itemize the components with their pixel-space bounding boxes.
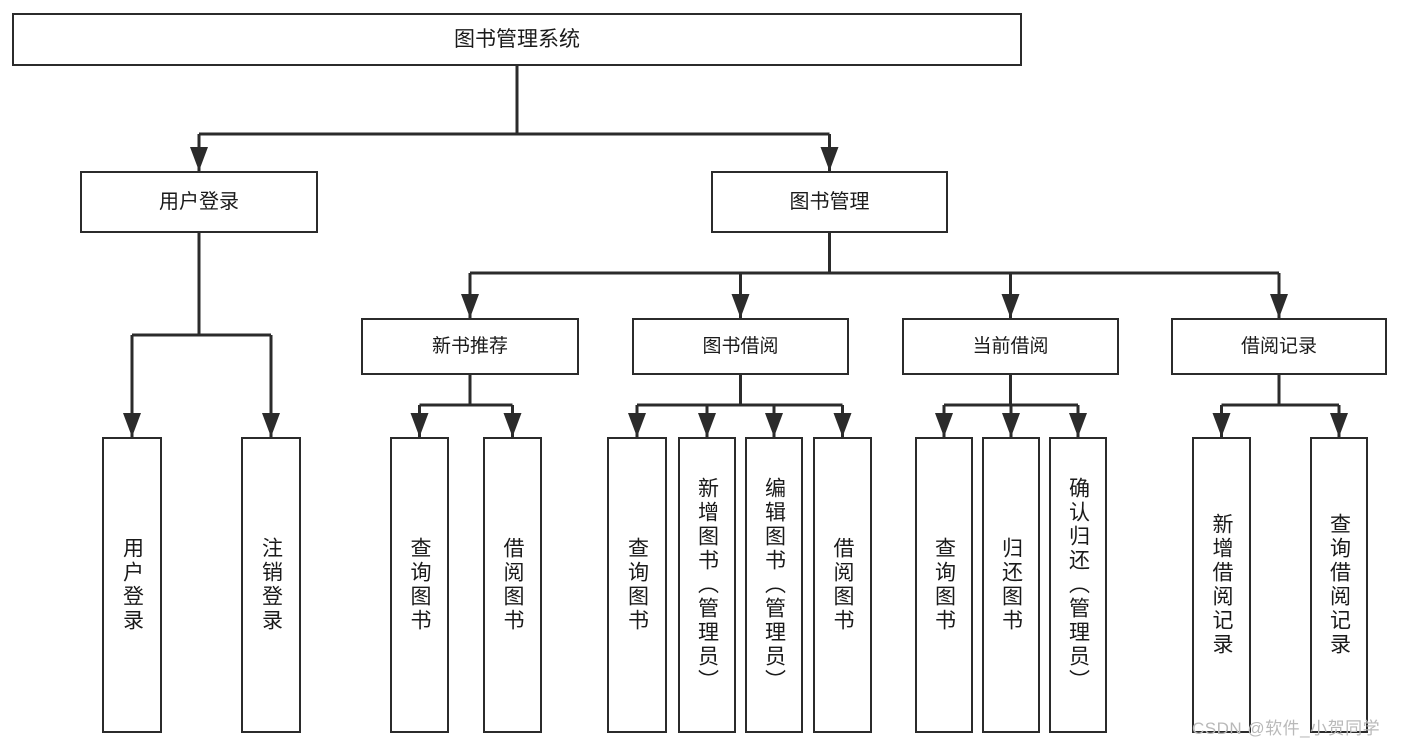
node-leaf_4[interactable]: 查询图书	[607, 437, 667, 733]
node-leaf_12[interactable]: 查询借阅记录	[1310, 437, 1368, 733]
arrowhead-icon	[833, 413, 852, 437]
arrowhead-icon	[461, 294, 479, 318]
node-l1_0[interactable]: 用户登录	[80, 171, 318, 233]
arrowhead-icon	[820, 147, 839, 171]
node-label-leaf_9: 归还图书	[999, 537, 1023, 633]
node-label-leaf_11: 新增借阅记录	[1210, 513, 1233, 657]
node-leaf_2[interactable]: 查询图书	[390, 437, 449, 733]
arrowhead-icon	[935, 413, 953, 437]
arrowhead-icon	[503, 413, 522, 437]
node-leaf_7[interactable]: 借阅图书	[813, 437, 872, 733]
node-label-root: 图书管理系统	[454, 27, 580, 51]
node-label-leaf_4: 查询图书	[625, 537, 649, 633]
node-label-leaf_12: 查询借阅记录	[1327, 513, 1351, 657]
arrowhead-icon	[410, 413, 429, 437]
node-leaf_6[interactable]: 编辑图书（管理员）	[745, 437, 803, 733]
arrowhead-icon	[1330, 413, 1348, 437]
arrowhead-icon	[1069, 413, 1087, 437]
arrowhead-icon	[698, 413, 716, 437]
node-l2_2[interactable]: 当前借阅	[902, 318, 1119, 375]
node-label-leaf_3: 借阅图书	[501, 537, 524, 633]
node-leaf_1[interactable]: 注销登录	[241, 437, 301, 733]
node-leaf_11[interactable]: 新增借阅记录	[1192, 437, 1251, 733]
node-label-l2_0: 新书推荐	[431, 335, 508, 357]
arrowhead-icon	[190, 147, 208, 171]
node-label-l2_1: 图书借阅	[702, 335, 779, 357]
node-leaf_5[interactable]: 新增图书（管理员）	[678, 437, 736, 733]
arrowhead-icon	[628, 413, 646, 437]
watermark-text: CSDN @软件_小贺同学	[1192, 719, 1381, 738]
node-leaf_0[interactable]: 用户登录	[102, 437, 162, 733]
node-root[interactable]: 图书管理系统	[12, 13, 1022, 66]
node-leaf_10[interactable]: 确认归还（管理员）	[1049, 437, 1107, 733]
arrowhead-icon	[1001, 294, 1020, 318]
node-label-leaf_1: 注销登录	[259, 537, 283, 633]
node-label-leaf_7: 借阅图书	[831, 537, 854, 633]
arrowhead-icon	[731, 294, 750, 318]
node-label-leaf_2: 查询图书	[408, 537, 431, 633]
node-label-l2_3: 借阅记录	[1240, 335, 1317, 357]
node-leaf_8[interactable]: 查询图书	[915, 437, 973, 733]
arrowhead-icon	[1270, 294, 1288, 318]
arrowhead-icon	[262, 413, 280, 437]
node-leaf_3[interactable]: 借阅图书	[483, 437, 542, 733]
node-l2_3[interactable]: 借阅记录	[1171, 318, 1387, 375]
arrowhead-icon	[1212, 413, 1231, 437]
arrowhead-icon	[765, 413, 783, 437]
node-label-leaf_0: 用户登录	[120, 537, 144, 633]
arrowhead-icon	[123, 413, 141, 437]
node-label-leaf_10: 确认归还（管理员）	[1066, 477, 1090, 693]
node-label-l1_1: 图书管理	[789, 190, 870, 213]
node-leaf_9[interactable]: 归还图书	[982, 437, 1040, 733]
node-l1_1[interactable]: 图书管理	[711, 171, 948, 233]
node-label-leaf_6: 编辑图书（管理员）	[762, 477, 786, 693]
arrowhead-icon	[1002, 413, 1020, 437]
node-label-leaf_5: 新增图书（管理员）	[695, 477, 719, 693]
node-l2_1[interactable]: 图书借阅	[632, 318, 849, 375]
node-label-l1_0: 用户登录	[159, 190, 239, 213]
node-label-l2_2: 当前借阅	[972, 335, 1049, 357]
node-label-leaf_8: 查询图书	[932, 537, 956, 633]
node-l2_0[interactable]: 新书推荐	[361, 318, 579, 375]
